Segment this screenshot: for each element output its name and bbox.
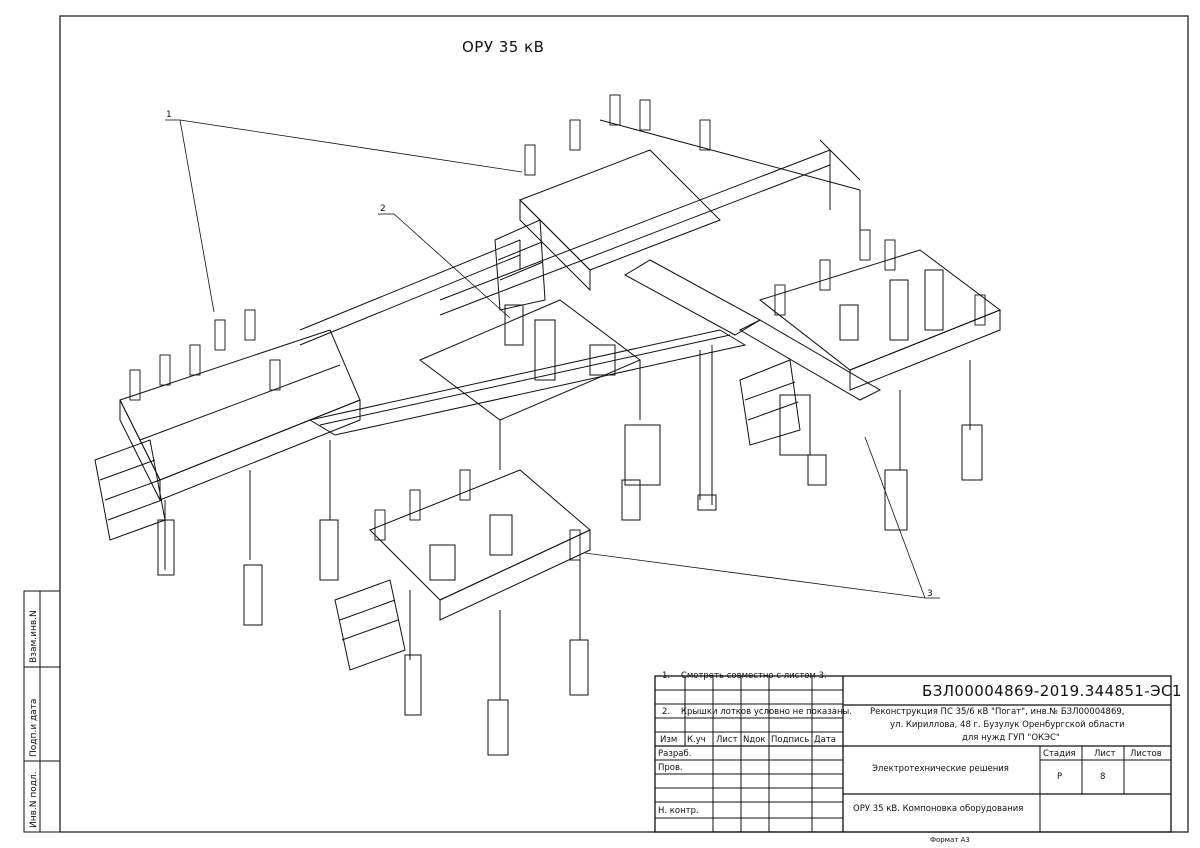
sheet-header: Лист: [1094, 749, 1116, 759]
sheets-header: Листов: [1130, 749, 1162, 759]
drawing-title: ОРУ 35 кВ: [462, 38, 545, 56]
rev-header-list: Лист: [716, 735, 738, 745]
callout-2: 2: [380, 204, 386, 214]
equipment-layout: [94, 94, 1002, 756]
format-label: Формат А3: [930, 836, 970, 844]
rev-header-data: Дата: [814, 735, 837, 745]
side-label-podp-data: Подп.и дата: [29, 698, 39, 757]
project-line-3: для нужд ГУП "ОКЭС": [962, 733, 1060, 743]
note-1: 1. Смотреть совместно с листом 3.: [662, 671, 827, 681]
rev-header-kuch: К.уч: [687, 735, 706, 745]
notes: 1. Смотреть совместно с листом 3. 2. Кры…: [662, 646, 852, 730]
side-label-inv-podl: Инв.N подл.: [29, 771, 39, 828]
title-block: [654, 675, 1172, 833]
rev-header-podpis: Подпись: [771, 735, 810, 745]
leader-lines: [165, 119, 940, 599]
callout-3: 3: [927, 589, 933, 599]
role-razrab: Разраб.: [658, 749, 692, 759]
role-nkontr: Н. контр.: [658, 806, 699, 816]
sheet-value: 8: [1100, 772, 1106, 782]
side-stamp: [23, 590, 61, 833]
side-label-zam-inv: Взам.инв.N: [29, 610, 39, 663]
note-2: 2. Крышки лотков условно не показаны.: [662, 707, 852, 717]
stage-value: Р: [1057, 772, 1063, 782]
sheet-border: [59, 15, 1189, 833]
document-code: БЗЛ00004869-2019.344851-ЭС1: [922, 682, 1182, 700]
role-prov: Пров.: [658, 763, 683, 773]
stage-header: Стадия: [1043, 749, 1076, 759]
project-line-2: ул. Кириллова, 48 г. Бузулук Оренбургско…: [890, 720, 1125, 730]
rev-header-izm: Изм: [660, 735, 678, 745]
section-title: Электротехнические решения: [872, 764, 1009, 774]
sheet-title: ОРУ 35 кВ. Компоновка оборудования: [853, 804, 1024, 814]
callout-1: 1: [166, 110, 172, 120]
rev-header-ndok: Nдок: [743, 735, 766, 745]
project-line-1: Реконструкция ПС 35/6 кВ "Погат", инв.№ …: [870, 707, 1125, 717]
